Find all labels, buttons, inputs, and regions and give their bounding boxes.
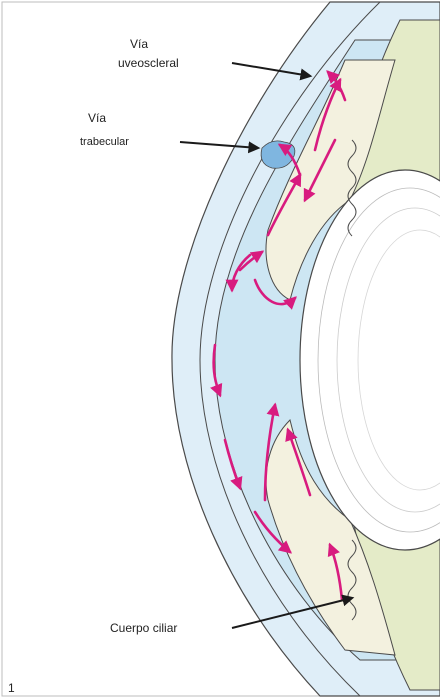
label-ciliary-body: Cuerpo ciliar [110, 621, 177, 635]
label-uveoscleral-1: Vía [130, 37, 148, 51]
figure-number: 1 [8, 681, 15, 695]
label-trabecular-2: trabecular [80, 136, 129, 148]
label-trabecular-1: Vía [88, 111, 106, 125]
label-uveoscleral-2: uveoscleral [118, 56, 179, 70]
